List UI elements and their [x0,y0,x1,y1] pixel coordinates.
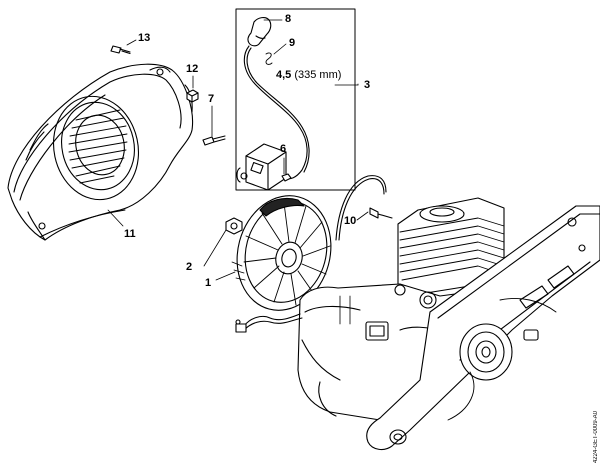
callout-1: 1 [205,277,212,289]
callout-6: 6 [280,143,287,155]
callout-9: 9 [289,37,296,49]
document-number: 4224-GET-0009-A0 [593,410,599,463]
callout-3: 3 [364,79,371,91]
callout-4-5-number: 4,5 [276,69,292,81]
callout-11: 11 [124,228,136,240]
flywheel [231,195,332,311]
callout-4-5: 4,5 (335 mm) [276,70,341,81]
callout-4-5-length: (335 mm) [294,69,342,81]
cut-off-arm [366,205,600,451]
callout-2: 2 [186,261,193,273]
callout-12: 12 [186,63,199,75]
nut-12 [186,89,199,103]
leader-lines [107,19,369,281]
nut-2 [225,217,243,235]
callout-7: 7 [208,93,215,105]
callout-8: 8 [285,13,292,25]
callout-10: 10 [344,215,357,227]
screw-7 [202,135,226,146]
callout-13: 13 [138,32,151,44]
screw-13 [110,45,131,55]
ignition-module-box [235,8,356,191]
fan-housing [7,63,194,241]
